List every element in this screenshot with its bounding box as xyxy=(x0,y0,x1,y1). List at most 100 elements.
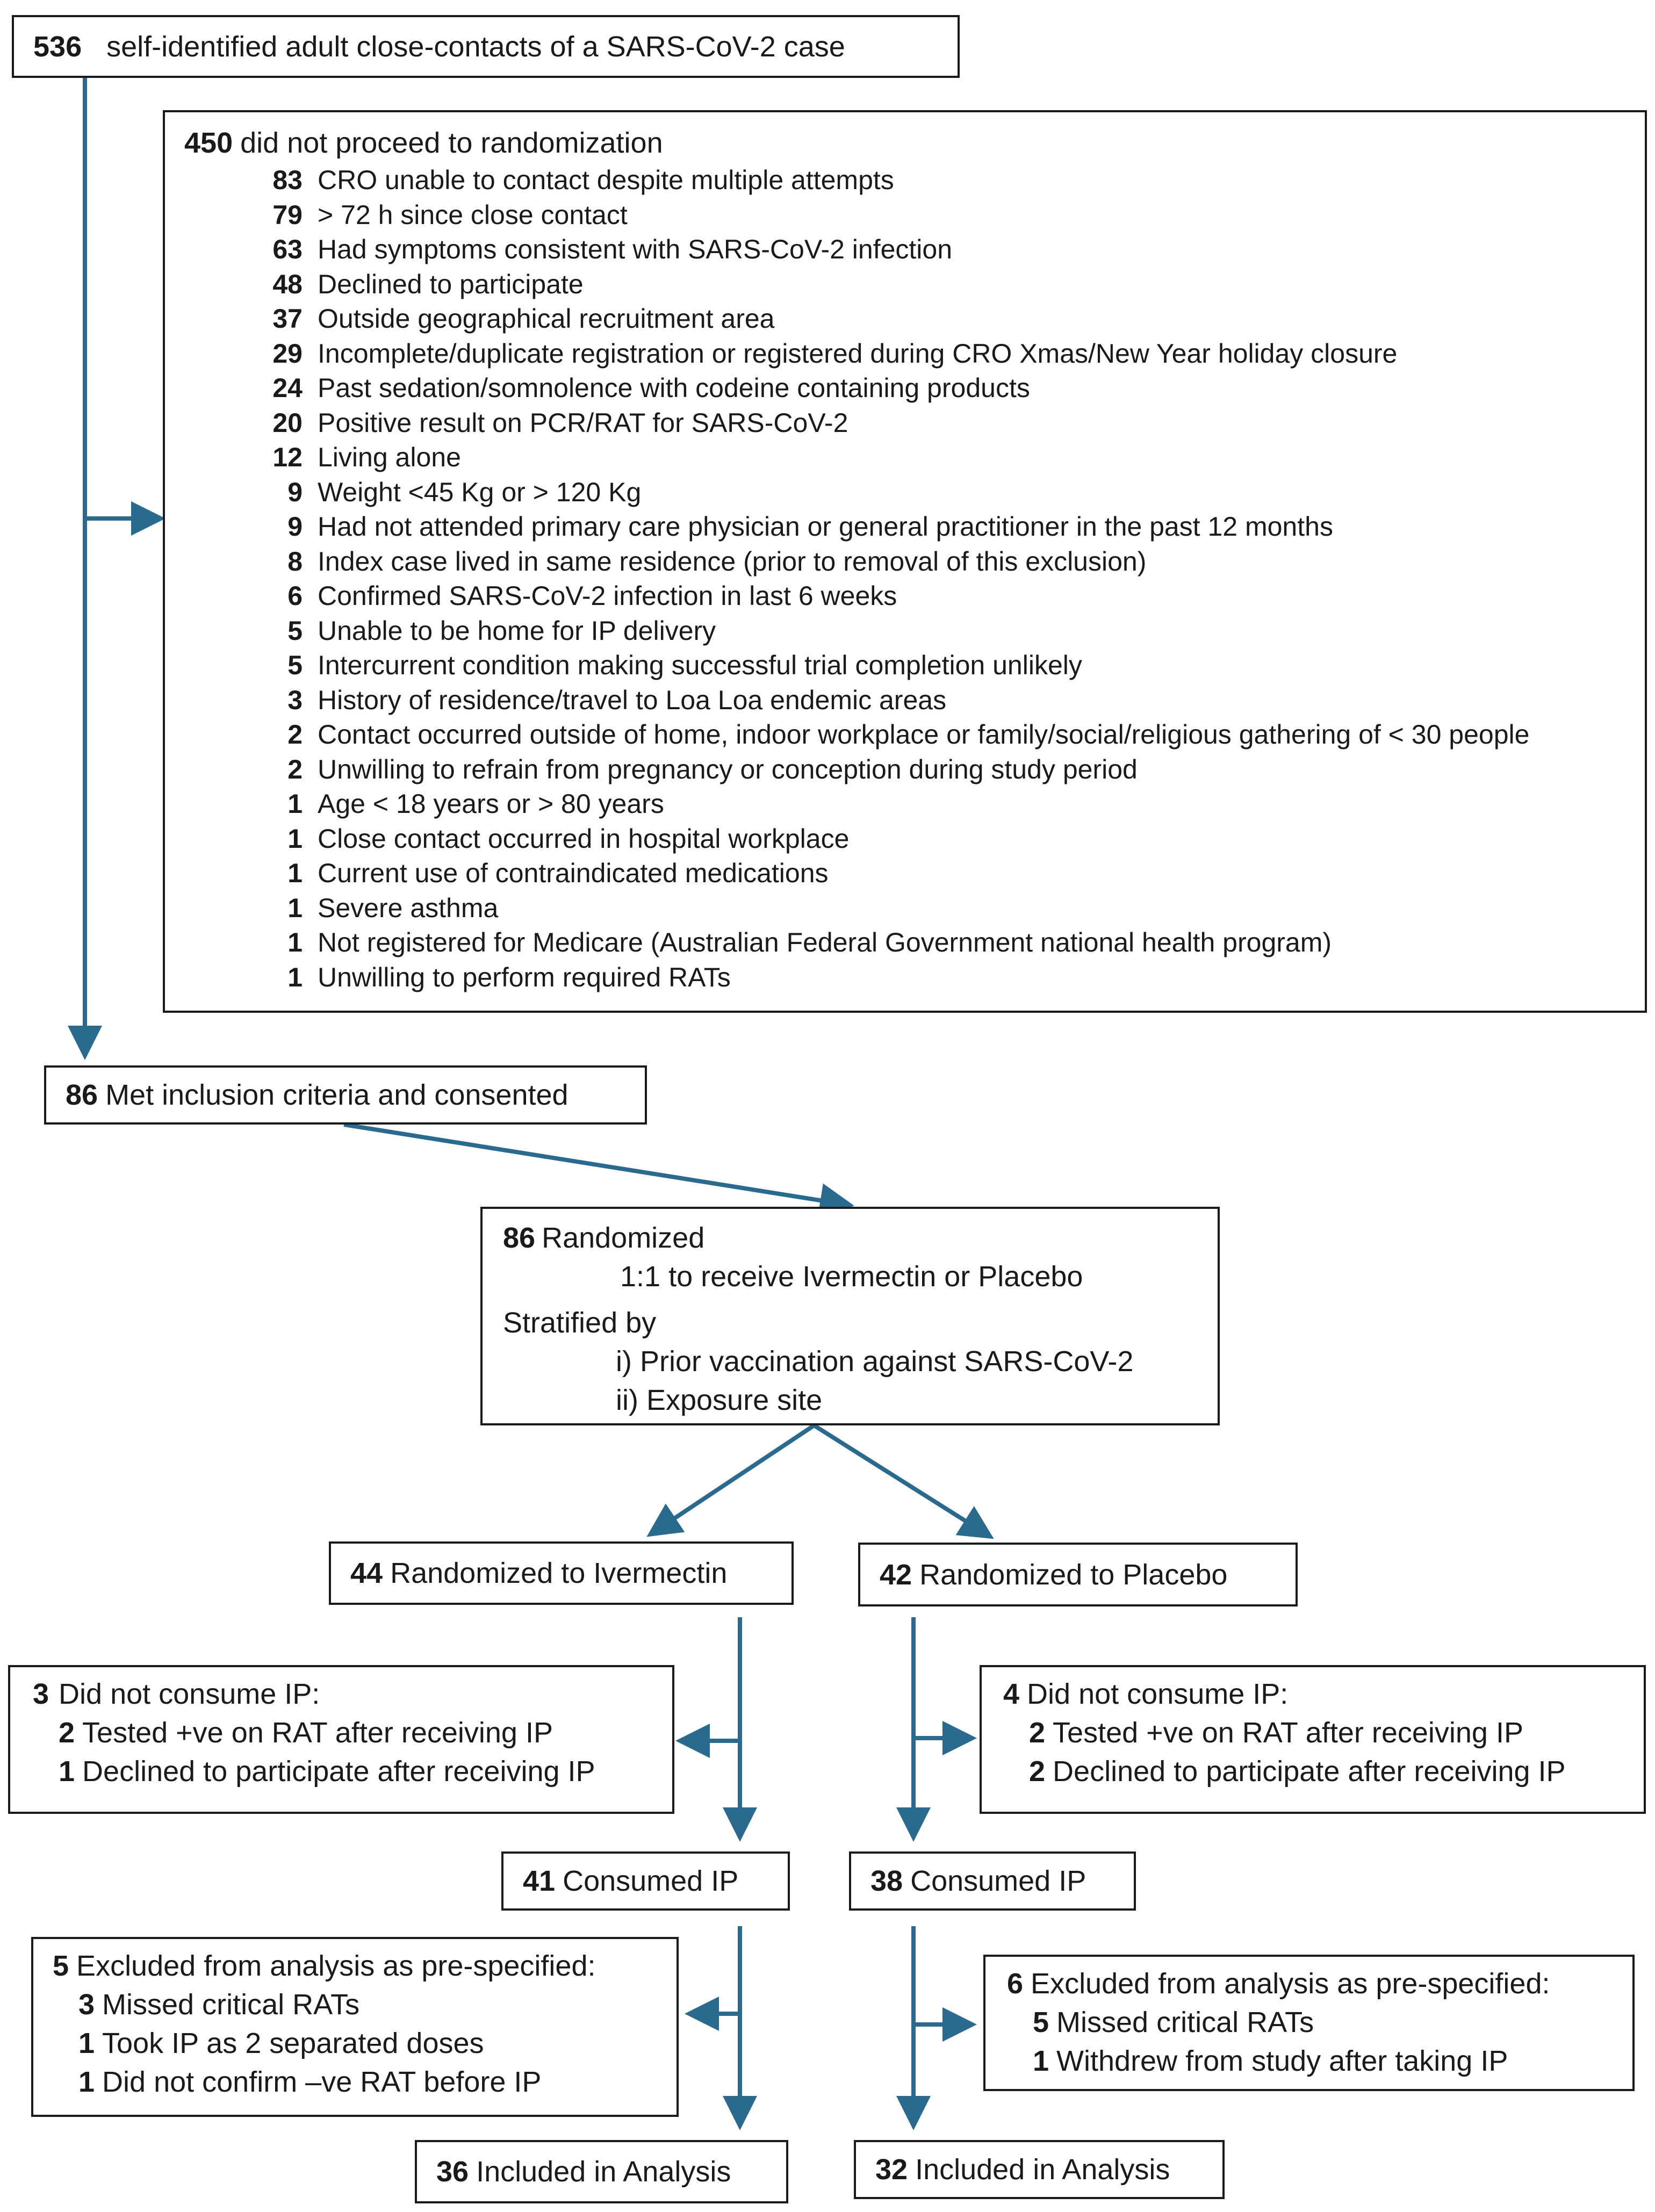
item-count: 1 xyxy=(59,1755,75,1788)
exclusion-reason-count: 8 xyxy=(287,546,303,577)
exclusion-reason-count: 2 xyxy=(287,754,303,784)
exclusion-reason-text: Not registered for Medicare (Australian … xyxy=(318,927,1332,957)
exclusion-reason-count: 2 xyxy=(287,719,303,750)
ivermectin-not-consumed-count: 3 xyxy=(33,1678,49,1710)
stratum-1: i) Prior vaccination against SARS-CoV-2 xyxy=(616,1345,1134,1378)
exclusion-reason-count: 1 xyxy=(287,858,303,888)
ivermectin-analysed-box: 36 Included in Analysis xyxy=(415,2140,788,2203)
item-count: 2 xyxy=(1029,1717,1046,1749)
placebo-allocated-box: 42 Randomized to Placebo xyxy=(858,1543,1298,1606)
ivermectin-consumed-count: 41 xyxy=(523,1865,556,1897)
stratified-label: Stratified by xyxy=(503,1307,657,1339)
exclusion-reason-count: 3 xyxy=(287,685,303,715)
item-count: 3 xyxy=(78,1988,95,2021)
exclusion-reason-text: Incomplete/duplicate registration or reg… xyxy=(318,338,1398,369)
exclusion-reason-count: 1 xyxy=(287,789,303,819)
ivermectin-excluded-analysis-text: Excluded from analysis as pre-specified: xyxy=(76,1950,596,1982)
item-count: 2 xyxy=(59,1717,75,1749)
exclusion-reason: 1 Age < 18 years or > 80 years xyxy=(254,787,1645,822)
exclusion-reason: 3 History of residence/travel to Loa Loa … xyxy=(254,683,1645,718)
exclusion-reason-text: Declined to participate xyxy=(318,269,584,299)
exclusion-reason-count: 5 xyxy=(287,615,303,646)
exclusion-reason-text: Unable to be home for IP delivery xyxy=(318,615,716,646)
exclusion-reason-text: Positive result on PCR/RAT for SARS-CoV-… xyxy=(318,407,848,438)
item-text: Tested +ve on RAT after receiving IP xyxy=(82,1717,553,1749)
ivermectin-analysed-count: 36 xyxy=(436,2156,469,2188)
exclusion-reason-text: Close contact occurred in hospital workp… xyxy=(318,823,850,854)
exclusion-reason-text: Age < 18 years or > 80 years xyxy=(318,789,664,819)
exclusion-reason-text: Weight <45 Kg or > 120 Kg xyxy=(318,477,642,507)
randomized-count: 86 xyxy=(503,1222,536,1254)
ivermectin-analysed-text: Included in Analysis xyxy=(476,2156,731,2188)
exclusion-reason-count: 79 xyxy=(272,199,303,230)
item-text: Missed critical RATs xyxy=(102,1988,360,2021)
exclusion-reason-count: 37 xyxy=(272,304,303,334)
eligible-text: Met inclusion criteria and consented xyxy=(105,1079,569,1111)
exclusion-reason-text: History of residence/travel to Loa Loa e… xyxy=(318,685,947,715)
exclusion-reason: 1 Not registered for Medicare (Australian… xyxy=(254,925,1645,960)
item-text: Did not confirm –ve RAT before IP xyxy=(102,2066,542,2098)
exclusion-reason-count: 29 xyxy=(272,338,303,369)
ivermectin-consumed-box: 41 Consumed IP xyxy=(501,1851,790,1911)
placebo-excluded-analysis-count: 6 xyxy=(1007,1968,1024,2000)
exclusion-reason-text: Current use of contraindicated medicatio… xyxy=(318,858,829,888)
exclusion-reason-count: 63 xyxy=(272,234,303,264)
item-text: Declined to participate after receiving … xyxy=(82,1755,595,1788)
exclusion-reason-count: 1 xyxy=(287,927,303,957)
arrow-to-ivermectin xyxy=(646,1423,816,1537)
ivermectin-consumed-text: Consumed IP xyxy=(563,1865,739,1897)
exclusion-reason-count: 1 xyxy=(287,892,303,923)
exclusion-reason-text: Had symptoms consistent with SARS-CoV-2 … xyxy=(318,234,953,264)
eligible-box: 86 Met inclusion criteria and consented xyxy=(44,1065,647,1125)
screened-text: self-identified adult close-contacts of … xyxy=(106,30,845,63)
exclusion-reason-count: 6 xyxy=(287,581,303,611)
arrow-eligible-to-randomized xyxy=(343,1122,854,1217)
exclusion-reason-count: 1 xyxy=(287,823,303,854)
exclusion-reason-text: > 72 h since close contact xyxy=(318,199,628,230)
placebo-allocated-count: 42 xyxy=(880,1558,912,1591)
exclusion-reason: 1 Close contact occurred in hospital work… xyxy=(254,822,1645,856)
randomized-ratio: 1:1 to receive Ivermectin or Placebo xyxy=(620,1260,1083,1293)
exclusion-reason-text: Unwilling to refrain from pregnancy or c… xyxy=(318,754,1138,784)
exclusion-reason-text: Intercurrent condition making successful… xyxy=(318,650,1082,680)
ivermectin-allocated-count: 44 xyxy=(350,1557,383,1589)
item-count: 2 xyxy=(1029,1755,1046,1788)
exclusion-reason-count: 83 xyxy=(272,165,303,195)
eligible-count: 86 xyxy=(66,1079,98,1111)
stratum-2: ii) Exposure site xyxy=(616,1384,823,1416)
item-count: 1 xyxy=(78,2027,95,2059)
exclusion-reason: 79 > 72 h since close contact xyxy=(254,198,1645,233)
placebo-not-consumed-text: Did not consume IP: xyxy=(1027,1678,1289,1710)
ivermectin-not-consumed-text: Did not consume IP: xyxy=(59,1678,320,1710)
item-text: Declined to participate after receiving … xyxy=(1053,1755,1566,1788)
arrow-to-placebo xyxy=(812,1423,994,1539)
exclusion-reason-count: 9 xyxy=(287,511,303,542)
exclusion-reason-count: 24 xyxy=(272,373,303,403)
excluded-text: did not proceed to randomization xyxy=(240,127,663,159)
